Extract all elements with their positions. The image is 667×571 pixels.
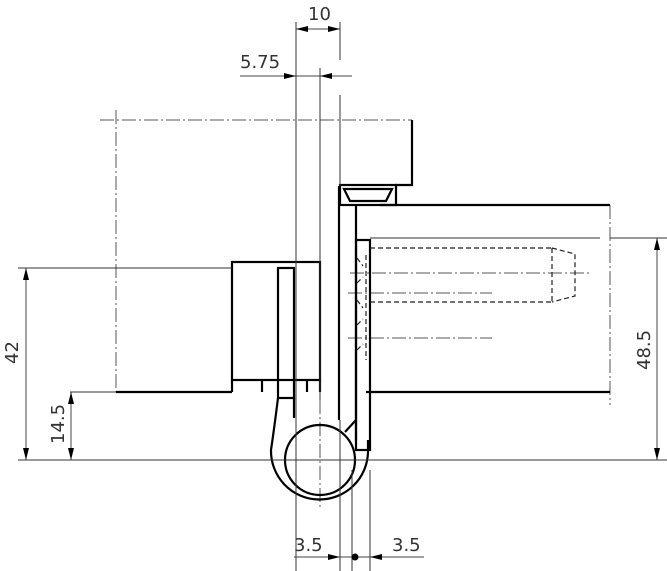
dimension-3-5-pair [294, 553, 424, 561]
hinge-knuckle [269, 397, 370, 501]
frame-outline [116, 120, 610, 394]
dimension-10 [296, 26, 340, 32]
frame-cap [338, 183, 398, 207]
dimension-48-5 [654, 238, 660, 460]
dim-label-14-5: 14.5 [48, 404, 69, 444]
dim-label-3-5-right: 3.5 [392, 535, 421, 556]
extension-lines [18, 22, 667, 571]
dimension-5-75 [240, 73, 352, 79]
dimension-14-5 [68, 392, 74, 460]
hinge-body [230, 260, 322, 400]
dim-label-3-5-left: 3.5 [294, 535, 323, 556]
dim-label-48-5: 48.5 [634, 330, 655, 370]
leaf-plates [337, 186, 372, 452]
dimension-42 [23, 268, 29, 460]
dim-label-42: 42 [2, 341, 23, 364]
dim-label-5-75: 5.75 [240, 52, 280, 73]
dim-label-10: 10 [308, 4, 331, 25]
screw-hidden [356, 247, 576, 351]
